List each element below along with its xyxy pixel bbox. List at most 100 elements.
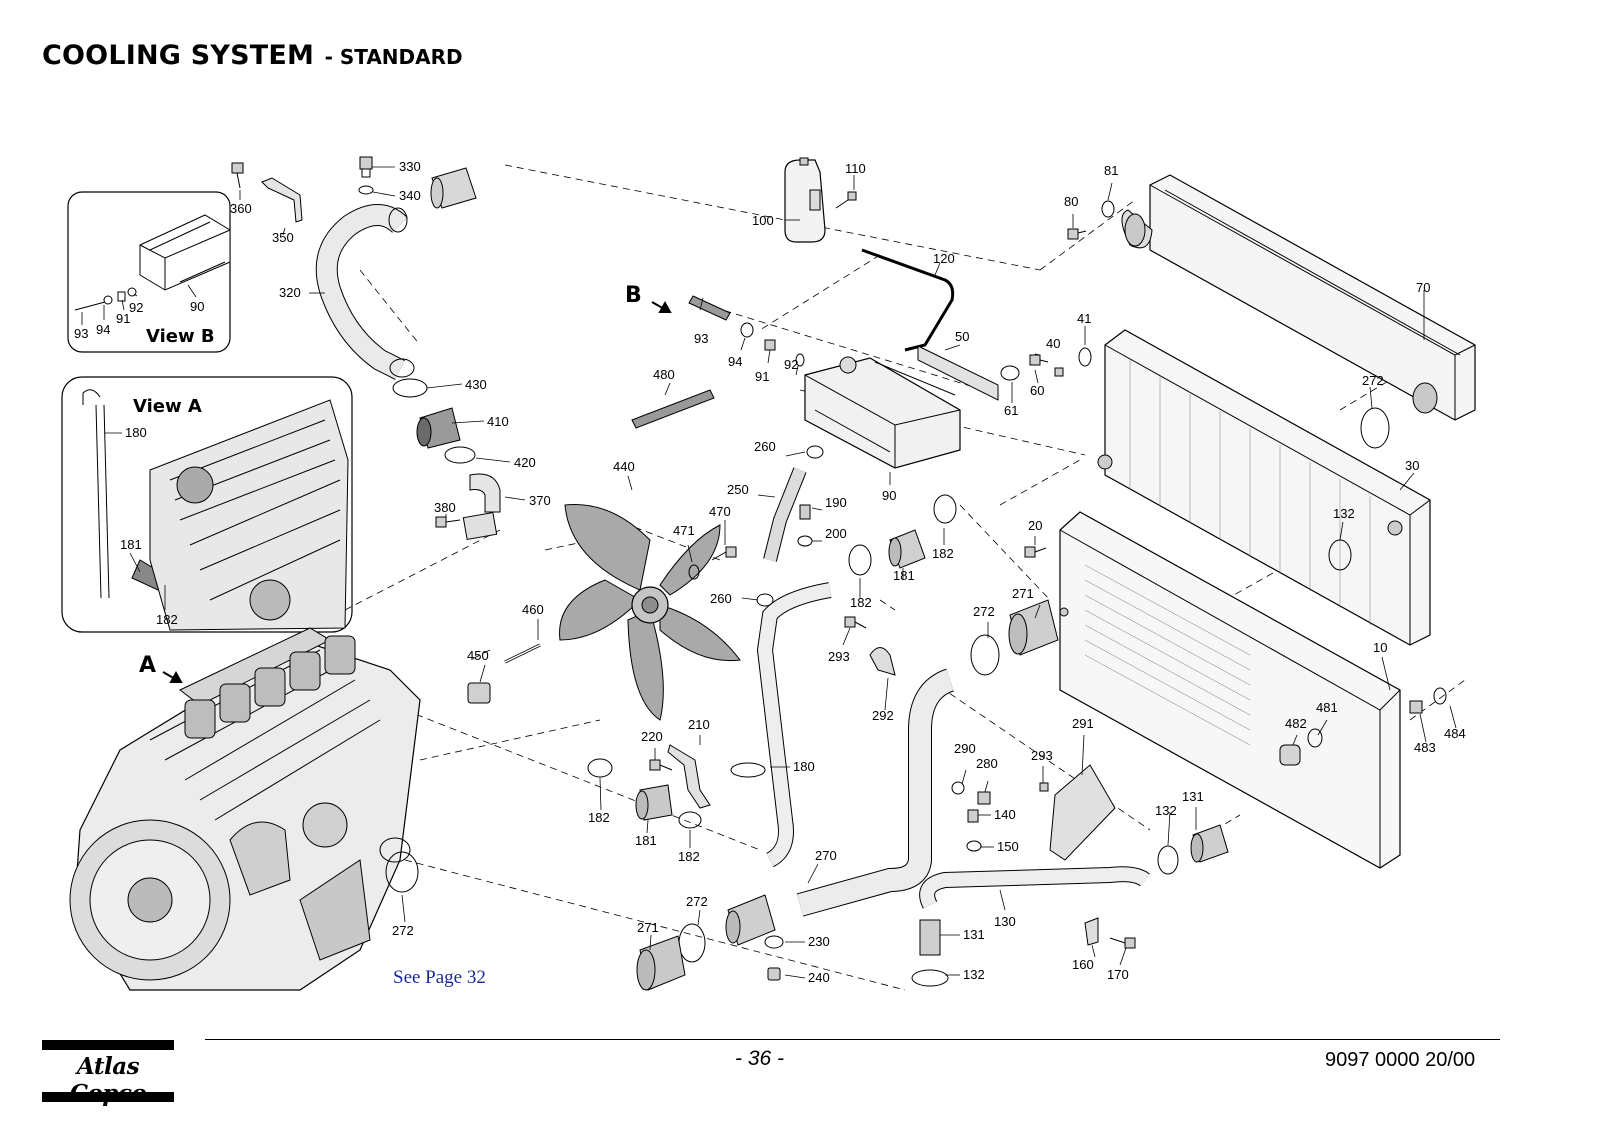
- callout-280: 280: [976, 756, 998, 771]
- bolts-470-471: [688, 546, 737, 580]
- pipe-180: [756, 582, 832, 868]
- callout-160: 160: [1072, 957, 1094, 972]
- bracket-210: [649, 744, 766, 809]
- hose-320: [315, 204, 415, 380]
- callout-291: 291: [1072, 716, 1094, 731]
- direction-arrows: [162, 300, 672, 683]
- coupling-top: [430, 167, 477, 209]
- callout-130: 130: [994, 914, 1016, 929]
- callout-91: 91: [755, 369, 769, 384]
- callout-470: 470: [709, 504, 731, 519]
- clamp-272-top: [1360, 407, 1390, 449]
- bolt-110: [835, 191, 857, 209]
- bracket-291: [1049, 764, 1116, 861]
- callout-450: 450: [467, 648, 489, 663]
- callout-272-low: 272: [686, 894, 708, 909]
- bracket-50: [917, 345, 999, 401]
- atlas-copco-logo: Atlas Copco: [42, 1040, 174, 1107]
- callout-20: 20: [1028, 518, 1042, 533]
- expansion-tank-100: [784, 157, 826, 243]
- callout-293-low: 293: [1031, 748, 1053, 763]
- view-a-inset: [61, 376, 353, 633]
- pulley-450: [467, 682, 491, 704]
- arrow-a-label: A: [139, 653, 156, 678]
- callout-410: 410: [487, 414, 509, 429]
- pipe-270: [796, 668, 955, 917]
- callout-370: 370: [529, 493, 551, 508]
- callout-271-low: 271: [637, 920, 659, 935]
- clip-160: [1084, 917, 1136, 949]
- fasteners-b-top: [688, 295, 805, 367]
- callout-340: 340: [399, 188, 421, 203]
- title-main: COOLING SYSTEM: [42, 40, 315, 71]
- plug-230-240: [764, 935, 784, 981]
- callout-80: 80: [1064, 194, 1078, 209]
- callout-70: 70: [1416, 280, 1430, 295]
- callout-483: 483: [1414, 740, 1436, 755]
- tank-90: [804, 356, 961, 469]
- callout-93: 93: [694, 331, 708, 346]
- callout-471: 471: [673, 523, 695, 538]
- callout-40: 40: [1046, 336, 1060, 351]
- callout-260-top: 260: [754, 439, 776, 454]
- view-b-callout-93: 93: [74, 326, 88, 341]
- engine-illustration: [69, 627, 421, 991]
- callout-440: 440: [613, 459, 635, 474]
- callout-272-top: 272: [1362, 373, 1384, 388]
- page-title: COOLING SYSTEM - STANDARD: [42, 40, 463, 71]
- view-a-callout-181: 181: [120, 537, 142, 552]
- hose-250: [763, 445, 824, 562]
- view-b-label: View B: [146, 326, 215, 347]
- callout-182-mid: 182: [850, 595, 872, 610]
- callout-320: 320: [279, 285, 301, 300]
- callout-190: 190: [825, 495, 847, 510]
- plugs-481-484: [1279, 687, 1447, 766]
- callout-140: 140: [994, 807, 1016, 822]
- callout-360: 360: [230, 201, 252, 216]
- fasteners-40-41-60-61: [1000, 347, 1092, 381]
- plug-330: [358, 156, 374, 195]
- callout-240: 240: [808, 970, 830, 985]
- callout-60: 60: [1030, 383, 1044, 398]
- hose-120: [861, 248, 955, 352]
- radiator-30: [1097, 329, 1431, 646]
- pipe-130: [911, 866, 1150, 987]
- callout-484: 484: [1444, 726, 1466, 741]
- view-b-callout-94: 94: [96, 322, 110, 337]
- callout-293-top: 293: [828, 649, 850, 664]
- callout-482: 482: [1285, 716, 1307, 731]
- bolt-380: [435, 516, 461, 528]
- clamp-292: [844, 616, 896, 676]
- view-b-callout-91: 91: [116, 311, 130, 326]
- callout-182-lowleft: 182: [588, 810, 610, 825]
- callout-170: 170: [1107, 967, 1129, 982]
- callout-182-top: 182: [932, 546, 954, 561]
- view-a-callout-180: 180: [125, 425, 147, 440]
- callout-260-low: 260: [710, 591, 732, 606]
- callout-272-engine: 272: [392, 923, 414, 938]
- callout-181-top: 181: [893, 568, 915, 583]
- callout-132-right: 132: [1155, 803, 1177, 818]
- callout-272-mid: 272: [973, 604, 995, 619]
- callout-271-top: 271: [1012, 586, 1034, 601]
- fasteners-80-81: [1067, 200, 1115, 240]
- callout-120: 120: [933, 251, 955, 266]
- coupling-271-low: [636, 894, 776, 991]
- hose-181-top: [848, 494, 957, 576]
- callout-110: 110: [845, 161, 866, 176]
- view-b-inset: [67, 191, 231, 353]
- arrow-b-label: B: [625, 283, 642, 308]
- see-page-reference: See Page 32: [393, 967, 486, 988]
- view-b-callout-90: 90: [190, 299, 204, 314]
- bracket-350: [261, 177, 303, 223]
- footer-rule: [205, 1039, 1500, 1040]
- callout-50: 50: [955, 329, 969, 344]
- callout-210: 210: [688, 717, 710, 732]
- charge-air-cooler-70: [1121, 174, 1476, 421]
- callout-200: 200: [825, 526, 847, 541]
- callout-150: 150: [997, 839, 1019, 854]
- fasteners-280-290: [951, 781, 1049, 852]
- leader-lines: [81, 166, 1457, 979]
- view-b-callout-92: 92: [129, 300, 143, 315]
